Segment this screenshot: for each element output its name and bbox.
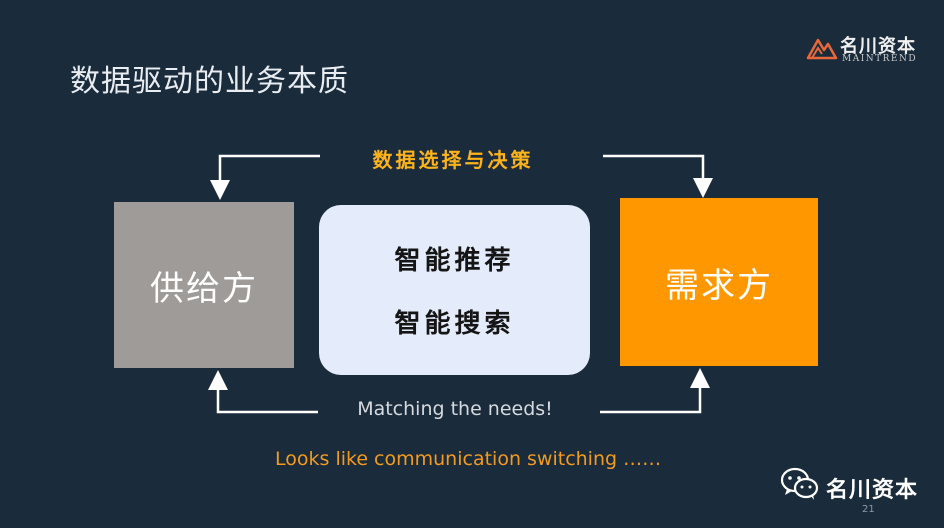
logo-mountain-icon — [806, 38, 838, 60]
top-flow-label: 数据选择与决策 — [372, 148, 534, 172]
bottom-flow-label: Matching the needs! — [357, 398, 553, 420]
footnote: Looks like communication switching …… — [275, 448, 662, 470]
slide-title: 数据驱动的业务本质 — [70, 64, 349, 99]
supply-box: 供给方 — [114, 202, 294, 368]
arrow-top-left — [210, 154, 320, 200]
logo-english-name: MAINTREND — [842, 54, 918, 64]
page-number: 21 — [862, 504, 875, 515]
arrow-bottom-left — [208, 370, 318, 414]
center-box: 智能推荐 智能搜索 — [319, 205, 590, 375]
center-item-search: 智能搜索 — [394, 309, 515, 339]
company-logo: 名川资本 MAINTREND — [806, 30, 926, 70]
demand-label: 需求方 — [665, 265, 773, 306]
demand-box: 需求方 — [620, 198, 818, 366]
center-item-recommend: 智能推荐 — [394, 246, 515, 276]
brand-name: 名川资本 — [826, 478, 919, 503]
supply-label: 供给方 — [150, 268, 258, 309]
logo-chinese-name: 名川资本 — [840, 36, 916, 57]
arrow-bottom-right — [600, 368, 710, 414]
wechat-icon — [780, 467, 819, 500]
arrow-top-right — [603, 154, 713, 198]
